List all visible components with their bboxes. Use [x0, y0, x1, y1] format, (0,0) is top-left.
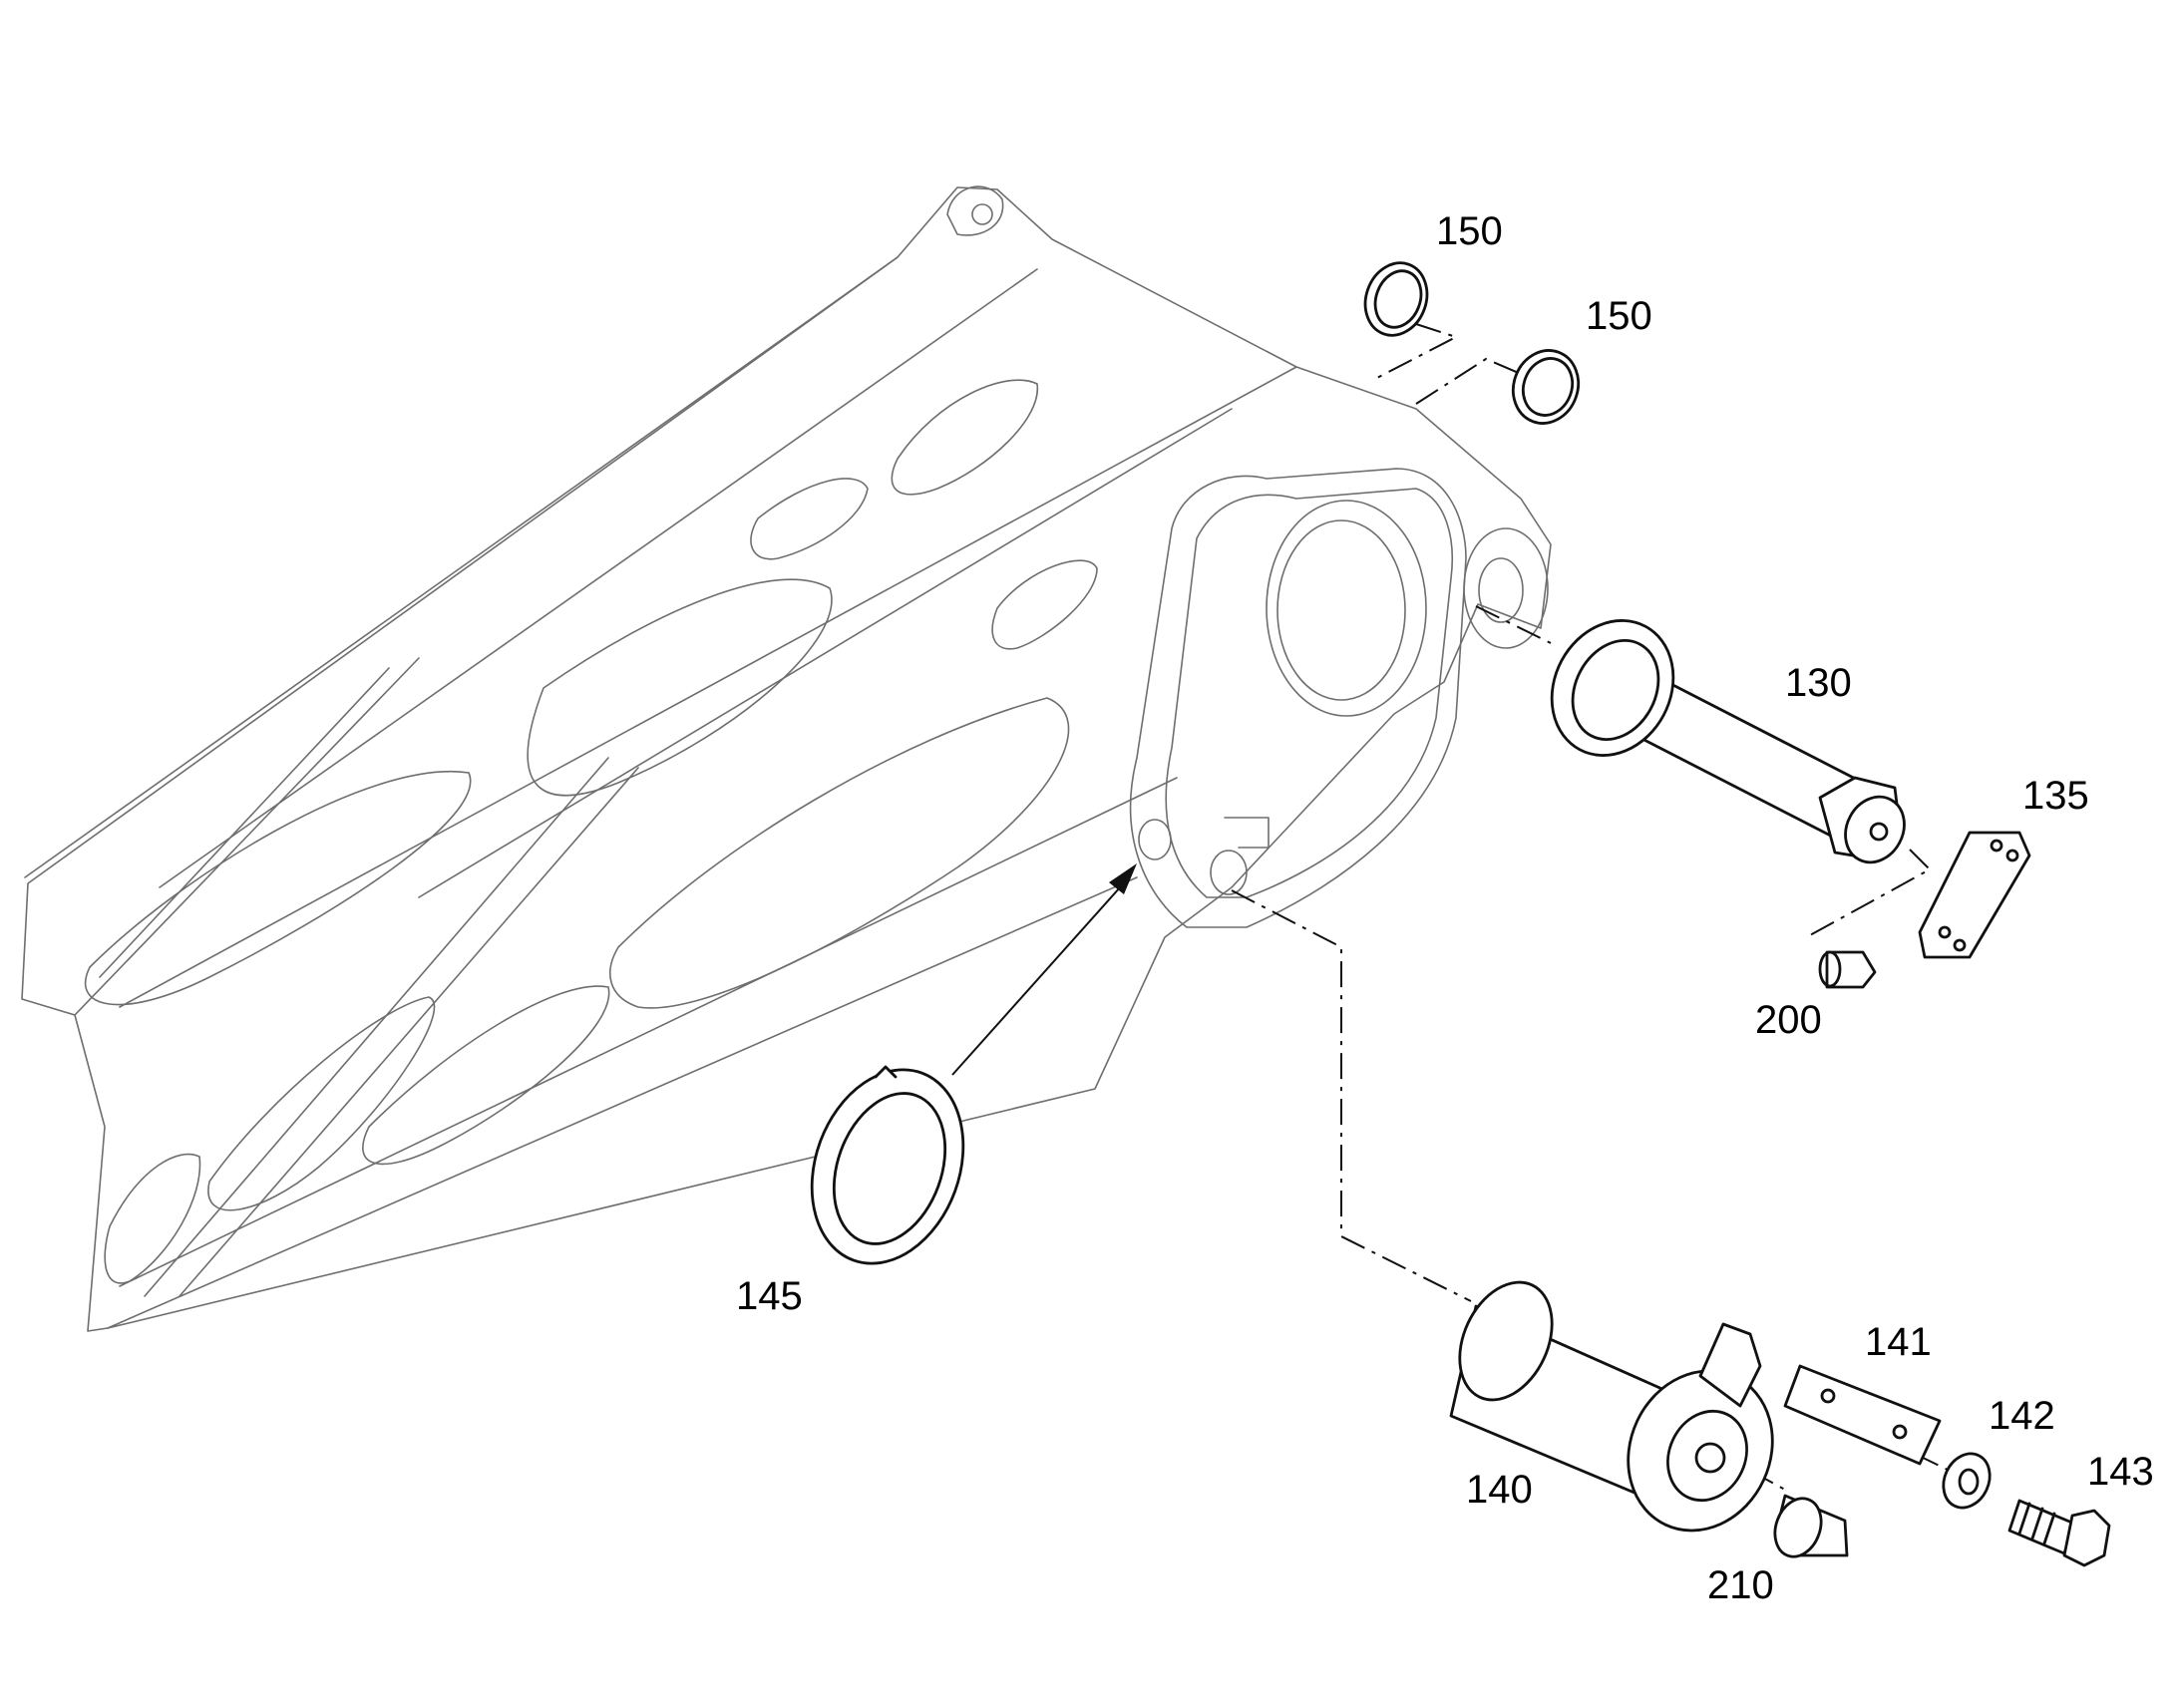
pin-140-lug: [1698, 1322, 1762, 1408]
part-142-washer: [1942, 1452, 1992, 1510]
end-plate-bore-outer: [1266, 500, 1427, 717]
cutout-oval-3: [609, 697, 1070, 1009]
callout-141: 141: [1865, 1320, 1932, 1364]
assembly-line-150a: [1370, 323, 1459, 382]
bolt-143-head: [2062, 1509, 2111, 1567]
leader-arrowhead-145: [1109, 863, 1137, 894]
pin-130-end: [1844, 795, 1906, 864]
callout-210: 210: [1707, 1563, 1774, 1607]
part-143-bolt: [2007, 1499, 2111, 1567]
side-boss-inner: [1478, 557, 1524, 623]
top-rail-lower: [159, 268, 1038, 888]
pin-140-top: [1458, 1280, 1554, 1402]
diagonal-brace-3: [74, 657, 420, 1016]
cutout-oval-6: [104, 1153, 201, 1284]
cutout-oval-4: [362, 985, 610, 1166]
diagonal-brace-1: [179, 767, 639, 1297]
cutout-top-1: [891, 379, 1038, 496]
assembly-line-135: [1809, 849, 1932, 936]
callout-140: 140: [1466, 1468, 1533, 1512]
end-plate-lower-hole-1: [1138, 819, 1172, 860]
side-rail-upper: [119, 366, 1297, 1008]
end-plate-bore-inner: [1276, 519, 1406, 701]
part-200-plug: [1818, 950, 1877, 989]
callout-143: 143: [2087, 1450, 2154, 1494]
arm-frame: [21, 185, 1552, 1332]
arm-frame-outline: [21, 186, 1552, 1332]
cutout-oval-5: [207, 996, 436, 1211]
callout-150-b: 150: [1586, 294, 1652, 338]
pin-130-end-hole: [1869, 822, 1889, 842]
pin-130-head-ring: [1571, 638, 1660, 742]
end-plate-outer: [1129, 468, 1467, 928]
pin-140-bore: [1694, 1442, 1726, 1474]
assembly-line-150b: [1415, 357, 1522, 405]
side-boss: [1463, 527, 1549, 649]
callout-145: 145: [736, 1274, 803, 1318]
part-130-pin: [1550, 619, 1906, 864]
bottom-rail-lower: [107, 876, 1138, 1329]
diagonal-brace-2: [144, 757, 609, 1297]
part-145-washer: [810, 1065, 965, 1265]
pin-140-face-ring: [1666, 1409, 1748, 1503]
assembly-lines: [951, 323, 1951, 1491]
assembly-line-130: [1475, 605, 1552, 644]
bottom-rail: [119, 777, 1178, 1287]
callout-135: 135: [2022, 774, 2089, 818]
cutout-oval-2: [84, 770, 472, 1006]
end-plate-inner: [1165, 488, 1454, 898]
part-150-ring-a: [1363, 261, 1429, 337]
top-lug-hole: [971, 203, 993, 225]
end-plate-symbol: [1224, 817, 1270, 849]
callout-200: 200: [1755, 998, 1822, 1042]
part-140-pin: [1449, 1280, 1774, 1533]
end-plate-lower-hole-2: [1210, 850, 1248, 895]
cutout-inner-1: [750, 478, 869, 560]
callout-142: 142: [1989, 1394, 2055, 1438]
callout-150-a: 150: [1436, 209, 1503, 253]
side-rail-mid: [418, 408, 1233, 898]
part-150-ring-b: [1511, 349, 1581, 425]
top-rail-upper: [24, 256, 899, 878]
assembly-line-140: [1231, 889, 1472, 1302]
diagonal-brace-4: [99, 667, 390, 978]
top-lug: [946, 185, 1004, 236]
leader-line-145: [951, 876, 1130, 1076]
part-210-plug: [1773, 1494, 1849, 1558]
callout-130: 130: [1785, 661, 1852, 705]
cutout-top-2: [991, 559, 1098, 650]
part-141-plate: [1783, 1364, 1942, 1466]
part-135-plate: [1918, 831, 2031, 959]
cutout-oval-1: [527, 578, 833, 797]
